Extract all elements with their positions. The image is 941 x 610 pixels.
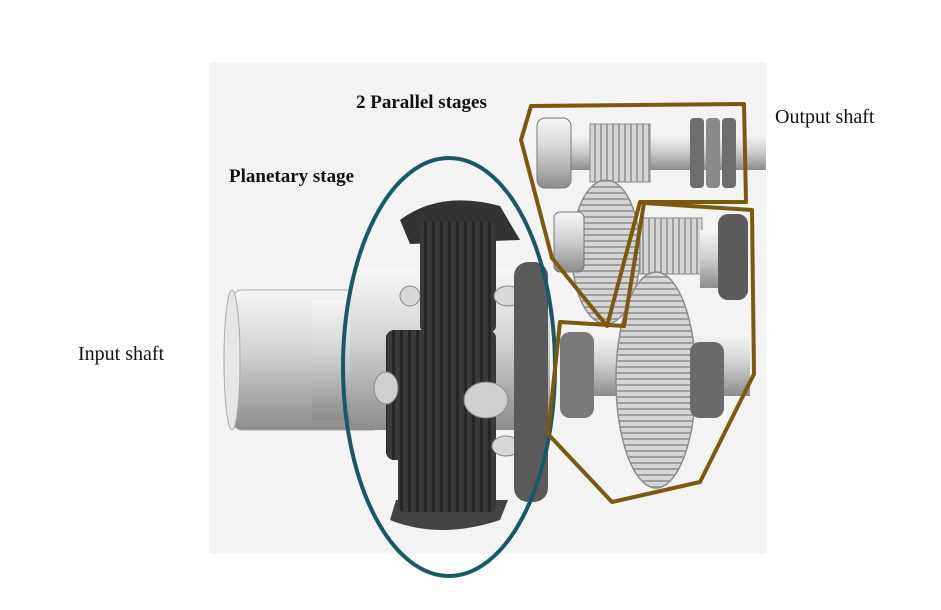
- parallel-stage-lower-outline: [546, 201, 756, 504]
- parallel-stages-label: 2 Parallel stages: [356, 92, 487, 113]
- planetary-stage-label: Planetary stage: [229, 166, 355, 187]
- output-shaft-label: Output shaft: [775, 106, 875, 128]
- input-shaft-label: Input shaft: [78, 343, 165, 365]
- parallel-stage-lower: [560, 214, 750, 489]
- parallel-stage-upper-outline: [519, 102, 748, 328]
- output-shaft-assembly: [536, 117, 766, 189]
- planetary-gearset: [350, 200, 550, 530]
- parallel-gear-upper: [553, 179, 641, 325]
